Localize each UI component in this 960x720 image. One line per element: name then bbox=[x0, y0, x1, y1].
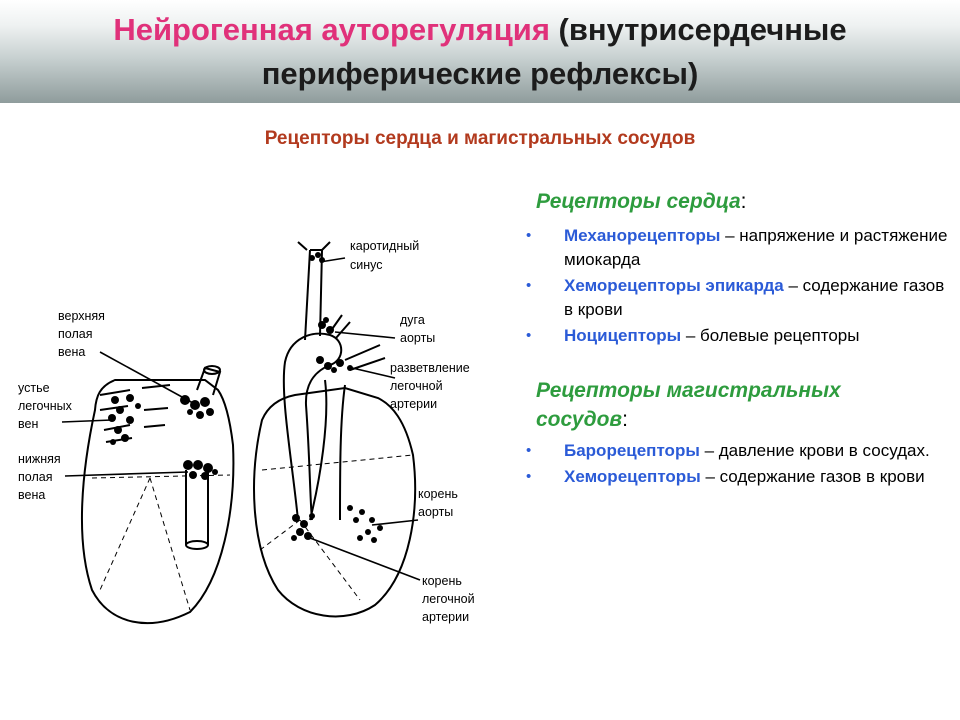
list-item: •Ноцицепторы – болевые рецепторы bbox=[520, 324, 950, 348]
bullet-icon: • bbox=[526, 468, 532, 485]
list-item: •Хеморецепторы – содержание газов в кров… bbox=[520, 465, 950, 489]
aorta-tube bbox=[282, 332, 343, 521]
vessel-receptor-list: •Барорецепторы – давление крови в сосуда… bbox=[520, 437, 950, 489]
title-banner: Нейрогенная ауторегуляция (внутрисердечн… bbox=[0, 0, 960, 103]
title-part2: (внутрисердечные bbox=[549, 12, 847, 47]
svc-tube bbox=[196, 366, 222, 396]
title-line2: периферические рефлексы) bbox=[261, 56, 699, 91]
heart-receptor-list: •Механорецепторы – напряжение и растяжен… bbox=[520, 222, 950, 348]
bullet-icon: • bbox=[526, 442, 532, 459]
bullet-icon: • bbox=[526, 277, 532, 294]
slide-subtitle: Рецепторы сердца и магистральных сосудов bbox=[264, 128, 696, 149]
right-heart-outline bbox=[253, 386, 417, 618]
left-heart-outline bbox=[80, 379, 235, 624]
receptor-clusters bbox=[108, 252, 383, 543]
title-highlight: Нейрогенная ауторегуляция bbox=[113, 12, 550, 47]
list-item: •Хеморецепторы эпикарда – содержание газ… bbox=[526, 276, 945, 319]
pulmonary-trunk bbox=[309, 344, 386, 521]
list-item: •Барорецепторы – давление крови в сосуда… bbox=[520, 439, 950, 463]
bullet-icon: • bbox=[526, 327, 532, 344]
heart-receptors-title: Рецепторы сердца: bbox=[536, 190, 747, 213]
ivc-tube bbox=[185, 470, 209, 545]
slide-title: Нейрогенная ауторегуляция (внутрисердечн… bbox=[0, 8, 960, 96]
list-item: •Механорецепторы – напряжение и растяжен… bbox=[526, 226, 948, 269]
bullet-icon: • bbox=[526, 227, 532, 244]
